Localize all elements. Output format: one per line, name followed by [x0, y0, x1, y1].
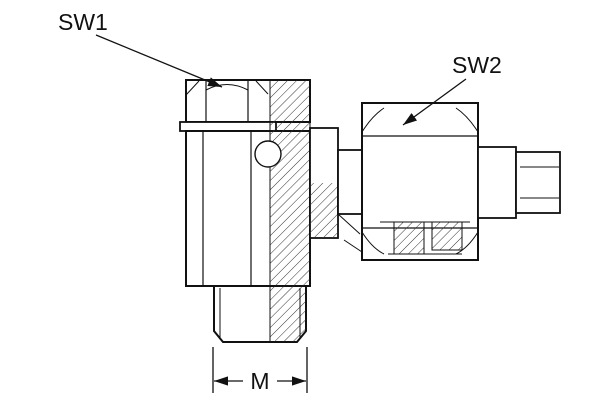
- swivel-nut-assembly: [309, 102, 561, 261]
- nut-chamfer-arc: [455, 231, 479, 255]
- callout-sw2: SW2: [402, 52, 502, 126]
- seal-washer: [179, 121, 277, 132]
- neck: [337, 149, 363, 215]
- section-hatch-upper: [269, 79, 311, 287]
- tube-end: [515, 151, 561, 214]
- dimension-m-label: M: [250, 368, 269, 394]
- section-hatch-stud: [269, 285, 307, 343]
- sleeve: [477, 146, 517, 219]
- nut-chamfer-arc: [455, 107, 479, 133]
- label-sw2: SW2: [452, 52, 502, 78]
- callout-sw1: SW1: [58, 9, 223, 88]
- ferrule-section-hatch: [431, 221, 463, 251]
- banjo-bolt-assembly: [179, 79, 311, 343]
- dimension-m: M: [212, 347, 308, 394]
- flange-section-hatch: [310, 183, 338, 238]
- leader-line-sw2: [402, 78, 467, 126]
- nut-chamfer-arc: [361, 231, 385, 255]
- seat-cone-line: [337, 213, 361, 235]
- nut-chamfer-arc: [361, 107, 385, 133]
- ball-detail: [254, 140, 282, 168]
- head-chamfer-line: [185, 80, 200, 96]
- head-chamfer-arc: [205, 84, 249, 91]
- ferrule-section-hatch: [393, 221, 425, 255]
- label-sw1: SW1: [58, 9, 108, 35]
- seat-cone-line: [343, 239, 363, 253]
- leader-line-sw1: [95, 34, 223, 88]
- head-chamfer-line: [255, 80, 269, 95]
